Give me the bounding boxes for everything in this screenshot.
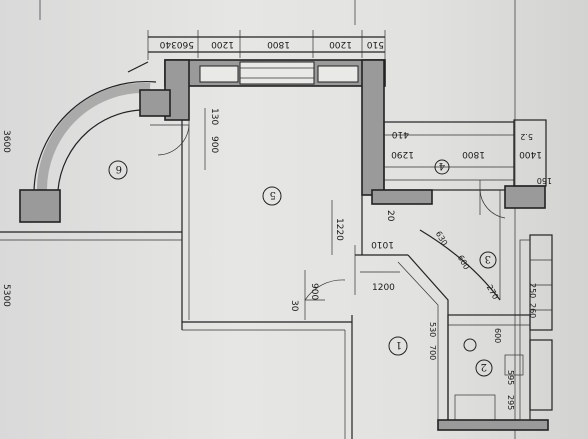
dim-250: 250 bbox=[528, 283, 537, 298]
dim-600: 600 bbox=[456, 254, 471, 272]
room3-wall bbox=[419, 229, 501, 301]
dim-top-510: 510 bbox=[367, 39, 384, 49]
dim-20: 20 bbox=[385, 210, 395, 222]
dim-260: 260 bbox=[528, 303, 537, 318]
bay-window-room6 bbox=[19, 61, 171, 223]
margin-mark-3600: 3600 bbox=[1, 130, 11, 153]
dim-700: 700 bbox=[428, 345, 437, 360]
room4-block bbox=[371, 119, 547, 219]
dim-600-bath: 600 bbox=[493, 328, 502, 343]
room-number-2: 2 bbox=[481, 361, 487, 372]
dim-1800-right: 1800 bbox=[462, 149, 485, 159]
dim-top-1200a: 1200 bbox=[211, 39, 234, 49]
dim-1010: 1010 bbox=[371, 239, 394, 249]
dim-900-left: 900 bbox=[209, 136, 219, 153]
dim-1290: 1290 bbox=[391, 149, 414, 159]
room-number-3: 3 bbox=[485, 253, 491, 264]
dim-30: 30 bbox=[289, 300, 299, 312]
dim-150: 150 bbox=[537, 176, 552, 185]
room-label-1: 1 bbox=[388, 336, 408, 356]
dim-top-560340: 560340 bbox=[159, 39, 194, 49]
hall-outline bbox=[304, 195, 449, 430]
dim-1220: 1220 bbox=[334, 218, 344, 241]
room-label-2: 2 bbox=[475, 359, 493, 377]
dim-295: 295 bbox=[506, 395, 515, 410]
door-arc-room6 bbox=[157, 124, 190, 156]
door-arc-hall bbox=[304, 279, 346, 301]
room-label-5: 5 bbox=[262, 186, 282, 206]
room-number-1: 1 bbox=[396, 339, 402, 350]
room-number-5: 5 bbox=[270, 189, 276, 200]
dim-top-1800: 1800 bbox=[267, 39, 290, 49]
dim-900-hall: 900 bbox=[309, 283, 319, 300]
top-dimension-chain: 560340 1200 1800 1200 510 bbox=[147, 30, 386, 60]
room5-bottom-wall bbox=[182, 315, 353, 439]
dim-1200-hall: 1200 bbox=[372, 283, 395, 293]
wall-right-room5 bbox=[361, 59, 385, 196]
dim-630: 630 bbox=[434, 230, 449, 248]
bathtub bbox=[454, 394, 496, 424]
margin-mark-5300: 5300 bbox=[1, 284, 11, 307]
room6-bottom-wall bbox=[0, 120, 190, 330]
right-edge-shelf bbox=[519, 239, 531, 421]
top-wall bbox=[164, 59, 386, 87]
dim-5-2: 5.2 bbox=[520, 132, 533, 141]
dim-595: 595 bbox=[506, 370, 515, 385]
dim-1400: 1400 bbox=[519, 149, 542, 159]
toilet bbox=[504, 354, 524, 376]
room-number-6: 6 bbox=[116, 163, 122, 174]
room-label-3: 3 bbox=[479, 251, 497, 269]
room-label-6: 6 bbox=[108, 160, 128, 180]
dim-530: 530 bbox=[428, 322, 437, 337]
room-label-4: 4 bbox=[434, 159, 450, 175]
sink bbox=[463, 338, 477, 352]
dim-top-1200b: 1200 bbox=[329, 39, 352, 49]
dim-270: 270 bbox=[485, 283, 500, 301]
dim-130: 130 bbox=[209, 108, 219, 125]
room-number-4: 4 bbox=[439, 160, 445, 171]
dim-410: 410 bbox=[392, 129, 409, 139]
